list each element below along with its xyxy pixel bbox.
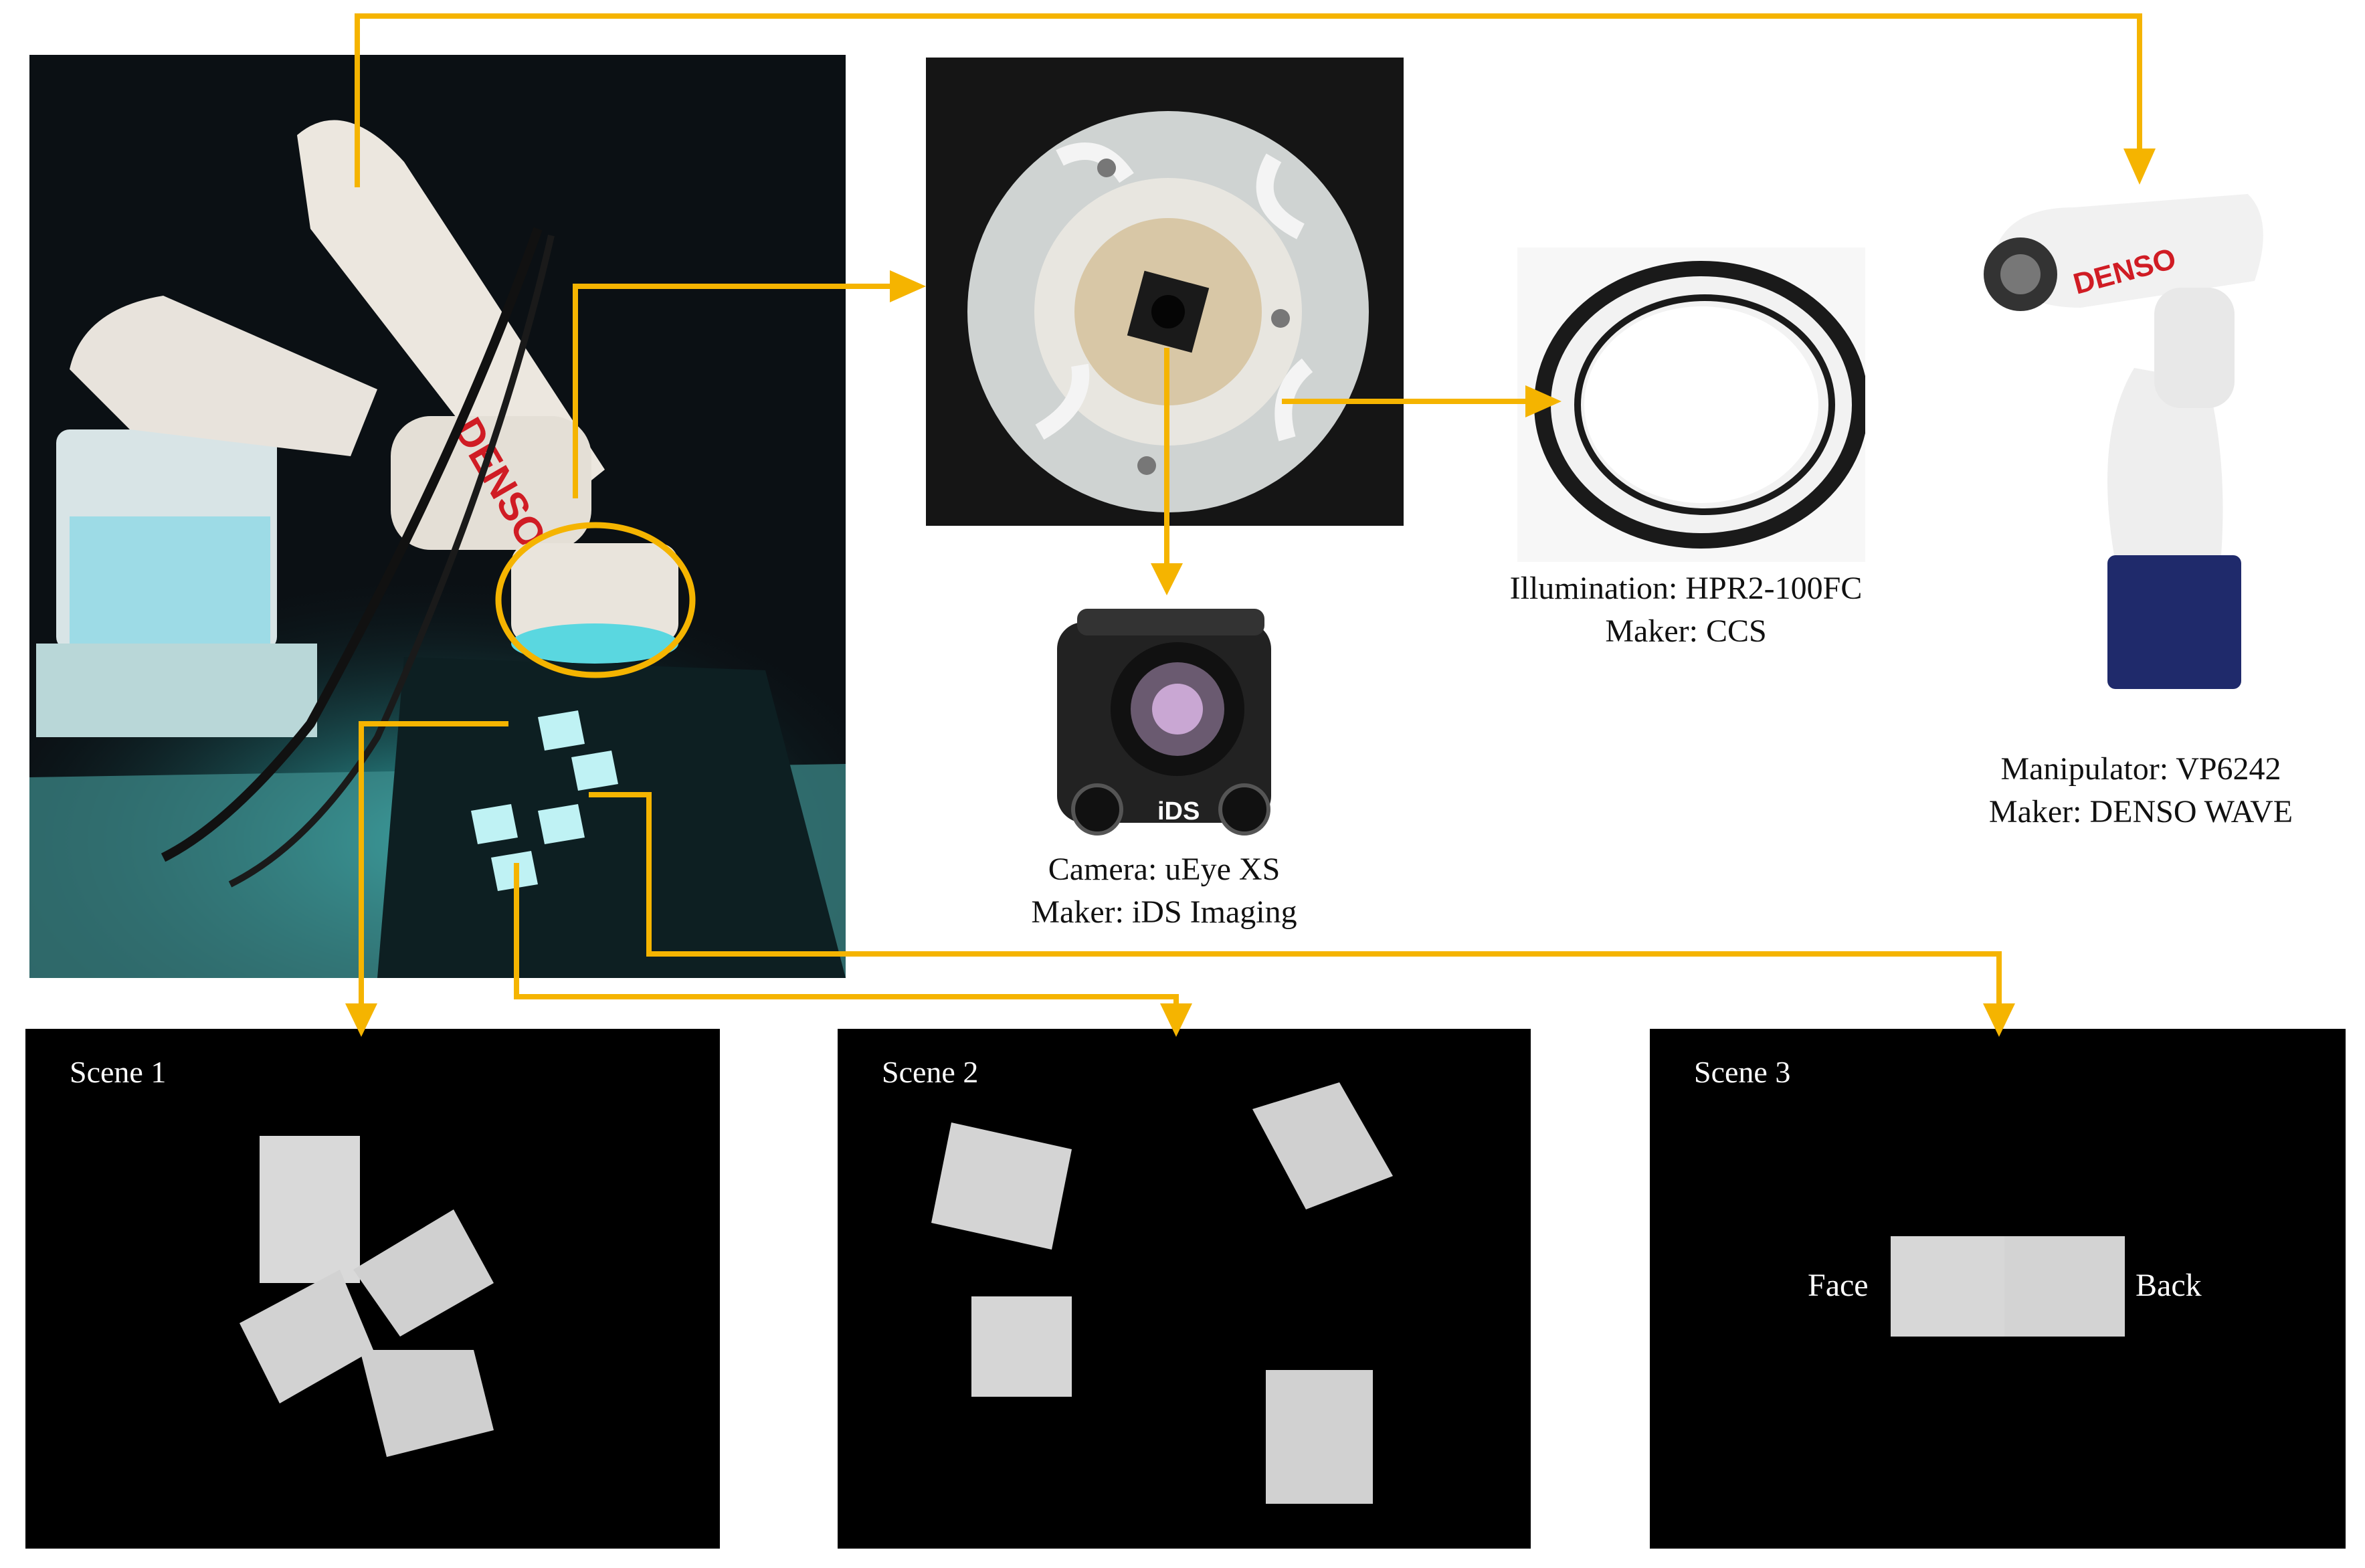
back-part: [2004, 1236, 2125, 1337]
ring-light-illustration: [1534, 261, 1865, 549]
scene-1-parts: [240, 1136, 494, 1457]
manipulator-model: Manipulator: VP6242: [2000, 751, 2281, 787]
lens-closeup-photo: [926, 58, 1404, 526]
arrowhead-lens: [890, 270, 926, 302]
camera-maker: Maker: iDS Imaging: [1031, 894, 1297, 930]
scene-3-title: Scene 3: [1694, 1055, 1791, 1089]
manipulator-image: DENSO: [1967, 181, 2275, 729]
illumination-maker: Maker: CCS: [1605, 613, 1767, 649]
manipulator-illustration: DENSO: [1984, 194, 2263, 689]
scene-2-panel: Scene 2: [838, 1029, 1531, 1549]
scene-2-parts: [931, 1082, 1393, 1504]
manipulator-caption: Manipulator: VP6242 Maker: DENSO WAVE: [1913, 748, 2365, 834]
arrowhead-camera: [1151, 563, 1183, 595]
camera-illustration: iDS: [1057, 609, 1271, 836]
camera-model: Camera: uEye XS: [1048, 852, 1281, 887]
camera-image: iDS: [1044, 595, 1291, 850]
robot-setup-scene: DENSO: [29, 55, 846, 978]
illumination-ring-image: [1517, 248, 1865, 562]
end-effector-highlight: [495, 522, 696, 678]
face-label: Face: [1808, 1268, 1869, 1303]
scene-1-title: Scene 1: [70, 1055, 167, 1089]
scene-3-parts: [1891, 1236, 2125, 1337]
camera-brand-logo: iDS: [1157, 797, 1200, 825]
illumination-caption: Illumination: HPR2-100FC Maker: CCS: [1452, 567, 1920, 653]
scene-3-panel: Scene 3 Face Back: [1650, 1029, 2346, 1549]
lens-closeup-scene: [926, 58, 1404, 526]
arrowhead-manipulator: [2123, 149, 2156, 185]
robot-setup-photo: DENSO: [29, 55, 846, 978]
back-label: Back: [2136, 1268, 2202, 1303]
camera-caption: Camera: uEye XS Maker: iDS Imaging: [963, 848, 1365, 934]
scene-1-panel: Scene 1: [25, 1029, 720, 1549]
scene-2-title: Scene 2: [882, 1055, 979, 1089]
face-part: [1891, 1236, 2011, 1337]
illumination-model: Illumination: HPR2-100FC: [1509, 571, 1863, 606]
manipulator-maker: Maker: DENSO WAVE: [1988, 794, 2293, 829]
